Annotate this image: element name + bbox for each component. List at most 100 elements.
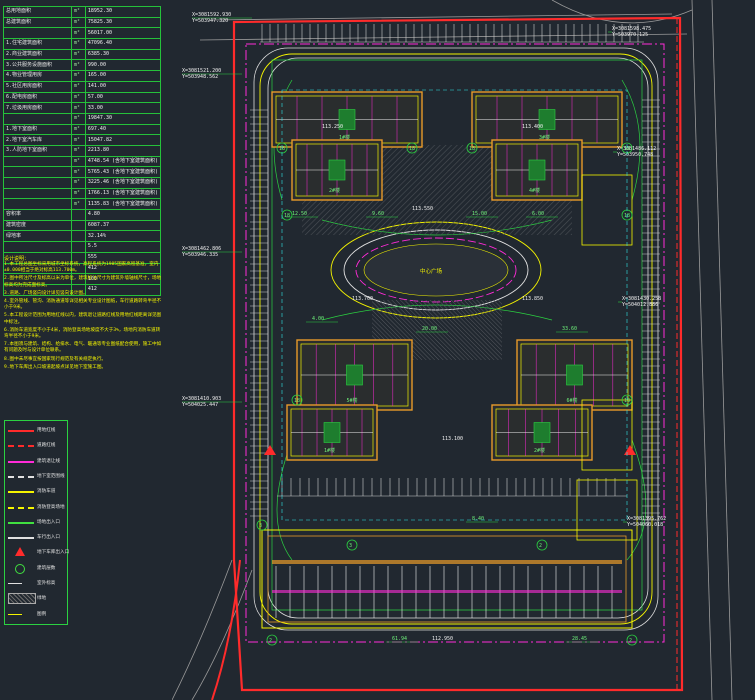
residential-building[interactable]: 5#楼 — [296, 339, 413, 411]
index-cell-unit: m² — [71, 123, 86, 136]
index-cell-value: 4.80 — [84, 209, 162, 221]
index-cell-value: 57.00 — [84, 91, 162, 104]
index-cell-unit: m² — [71, 16, 86, 29]
index-cell-value: 697.40 — [84, 123, 162, 136]
building-tag: 6#楼 — [567, 397, 578, 404]
floor-count-text: 18 — [294, 398, 300, 404]
legend-item: 室外标高 — [5, 577, 67, 589]
index-cell-label — [2, 251, 73, 264]
residential-building[interactable]: 6#楼 — [516, 339, 633, 411]
floor-count-text: 2 — [269, 638, 272, 644]
index-cell-label: 绿地率 — [2, 230, 73, 243]
central-plaza[interactable] — [363, 243, 509, 297]
floor-count-circle — [346, 539, 358, 551]
dimension-label: 20.00 — [422, 326, 437, 332]
floor-count-circle — [406, 142, 418, 154]
coordinate-label: X=3081521.200 — [182, 68, 221, 74]
index-cell-value: 4748.54 (含地下室建筑面积) — [84, 155, 162, 168]
residential-building[interactable]: 2#楼 — [491, 404, 593, 461]
design-note: 5.本工程设计范围为用地红线以内，建筑退让道路红线及用地红线距离详见图中标注。 — [4, 313, 162, 325]
index-cell-label: 容积率 — [2, 209, 73, 221]
index-cell-value: 100 — [84, 273, 162, 285]
residential-building[interactable]: 1#楼 — [286, 404, 378, 461]
floor-count-circle — [626, 634, 638, 646]
coordinate-label: Y=504060.018 — [627, 522, 663, 528]
right-side-blocks — [576, 174, 638, 541]
elevation-label: 113.850 — [522, 296, 543, 302]
index-cell-value: 555 — [84, 251, 162, 264]
dimension-label: 8.40 — [472, 516, 484, 522]
index-cell-unit: m² — [71, 38, 86, 50]
index-row: 412 — [2, 262, 162, 275]
coordinate-label: Y=503946.335 — [182, 252, 218, 258]
commercial-block[interactable] — [261, 529, 633, 629]
legend-label: 地下室范围线 — [37, 473, 65, 479]
index-cell-value: 6385.30 — [84, 48, 162, 61]
index-row: 412 — [2, 283, 162, 296]
index-cell-value: 1135.83 (含地下室建筑面积) — [84, 198, 162, 211]
design-note: 6.消防车道宽度不小于4米，消防登高场地坡度不大于3%，场地内消防车道转弯半径不… — [4, 327, 161, 340]
residential-building[interactable]: 2#楼 — [291, 139, 383, 201]
index-cell-label — [2, 166, 73, 178]
legend-item: 车行出入口 — [5, 531, 67, 543]
index-cell-unit: m² — [71, 187, 86, 200]
floor-count-circle — [291, 394, 303, 406]
index-cell-unit — [71, 219, 86, 232]
legend-label: 场地出入口 — [37, 519, 60, 525]
index-cell-label: 1.住宅建筑面积 — [2, 38, 73, 50]
legend-item: 消防登高场地 — [5, 501, 67, 513]
index-cell-label: 总用地面积 — [2, 6, 73, 18]
stair-core — [338, 109, 356, 130]
legend-item: 地下车库出入口 — [5, 546, 69, 558]
coordinate-label: Y=503947.320 — [192, 18, 228, 24]
index-row: 5.5 — [2, 241, 162, 253]
index-cell-value: 5765.43 (含地下室建筑面积) — [84, 166, 162, 178]
index-cell-value: 2213.80 — [84, 144, 162, 157]
setback-line — [245, 43, 665, 643]
legend-swatch — [8, 445, 34, 448]
index-cell-value: 412 — [84, 283, 162, 296]
legend-item: 建筑层数 — [5, 562, 67, 574]
coordinate-label: X=3081430.258 — [622, 296, 661, 302]
floor-count-circle — [266, 634, 278, 646]
residential-building[interactable]: 4#楼 — [491, 139, 583, 201]
stair-core — [533, 422, 551, 443]
design-note: 9.地下车库出入口坡道起坡点详见地下室施工图。 — [4, 364, 107, 370]
residential-building[interactable]: 3#楼 — [471, 91, 623, 148]
legend-swatch — [8, 613, 22, 615]
index-cell-value: 56017.00 — [84, 27, 162, 40]
building-tag: 2#楼 — [329, 187, 340, 194]
legend-label: 室外标高 — [37, 581, 56, 586]
legend-label: 绿地 — [37, 596, 47, 602]
legend-swatch — [15, 563, 25, 574]
coordinate-label: Y=503948.562 — [182, 74, 218, 80]
index-cell-label: 4.物业管理用房 — [2, 70, 73, 82]
dimension-label: 9.60 — [372, 211, 384, 217]
stair-core — [538, 109, 556, 130]
legend-item: 场地出入口 — [5, 516, 67, 528]
coordinate-label: Y=504025.447 — [182, 402, 218, 408]
legend-label: 图例 — [37, 611, 47, 617]
design-note: 2.图中所注尺寸及标高以米为单位，建筑标注尺寸为建筑外墙轴线尺寸，场地标高均为完… — [4, 276, 162, 288]
coordinate-label: X=3081462.806 — [182, 246, 221, 252]
building-tag: 2#楼 — [534, 447, 545, 454]
floor-count-circle — [466, 142, 478, 154]
index-cell-value: 1766.13 (含地下室建筑面积) — [84, 187, 162, 200]
dimension-label: 4.00 — [312, 316, 324, 322]
index-cell-label: 2.地下室汽车库 — [2, 134, 73, 146]
legend-label: 用地红线 — [37, 428, 56, 433]
residential-building[interactable]: 1#楼 — [271, 91, 423, 148]
dimension-label: 28.45 — [572, 636, 587, 642]
index-cell-unit: m² — [71, 198, 86, 211]
design-note: 8.图中未尽事宜按国家现行规范及有关规定执行。 — [4, 356, 107, 362]
index-cell-value: 18952.30 — [84, 6, 162, 18]
